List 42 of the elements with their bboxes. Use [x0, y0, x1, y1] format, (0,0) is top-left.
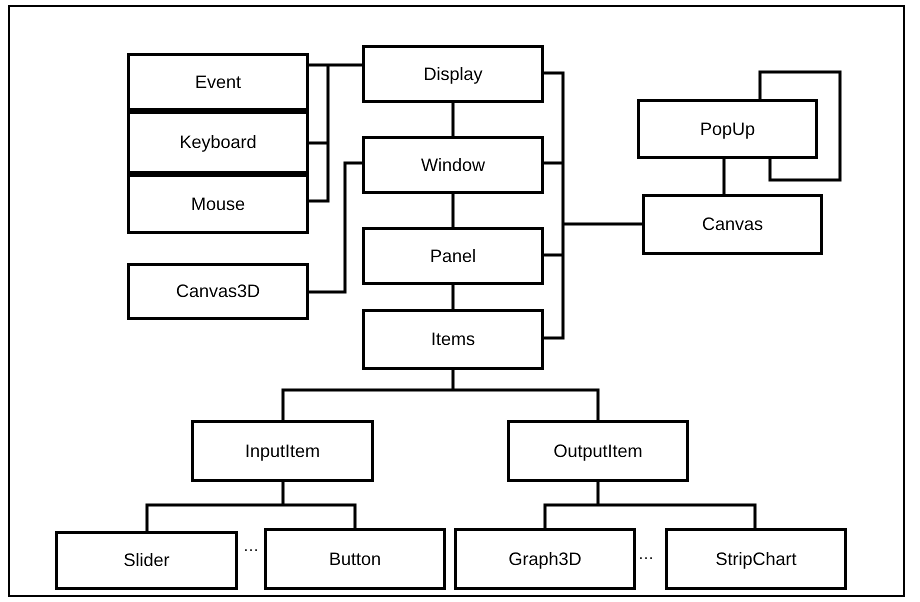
class-name: Window — [420, 154, 486, 176]
class-box — [362, 309, 544, 370]
connector-line — [282, 482, 356, 528]
class-name: Panel — [430, 246, 476, 266]
class-box — [362, 136, 544, 194]
class-name: Button — [328, 548, 382, 570]
class-name: Canvas — [702, 214, 764, 235]
class-box — [637, 99, 818, 159]
class-name: Display — [423, 64, 483, 84]
class-name: Slider — [123, 550, 170, 571]
class-box — [127, 53, 309, 111]
ellipsis-mark: … — [243, 538, 259, 556]
class-box — [362, 45, 544, 103]
class-box — [264, 528, 446, 590]
class-name: InputItem — [244, 440, 320, 462]
class-box — [507, 420, 689, 482]
class-name: Mouse — [190, 194, 246, 214]
class-box — [191, 420, 374, 482]
class-name: Keyboard — [179, 132, 257, 153]
connector-line — [452, 103, 454, 136]
class-name: PopUp — [700, 118, 756, 140]
connector-line — [758, 70, 842, 182]
connector-line — [452, 194, 454, 227]
connector-line — [722, 159, 726, 194]
class-name: Graph3D — [508, 548, 582, 570]
ellipsis-mark: … — [638, 546, 654, 564]
class-box — [127, 263, 309, 320]
connector-line — [452, 285, 454, 309]
class-box — [642, 194, 823, 255]
class-name: Items — [430, 329, 475, 350]
class-box — [55, 531, 238, 590]
class-box — [665, 528, 847, 590]
class-name: OutputItem — [553, 440, 643, 462]
class-name: StripChart — [715, 548, 797, 570]
class-box — [454, 528, 636, 590]
class-box — [127, 174, 309, 234]
class-box — [362, 227, 544, 285]
connector-line — [309, 162, 362, 294]
class-box — [127, 111, 309, 174]
class-name: Canvas3D — [176, 281, 260, 302]
class-name: Event — [194, 72, 242, 92]
connector-line — [544, 222, 642, 340]
